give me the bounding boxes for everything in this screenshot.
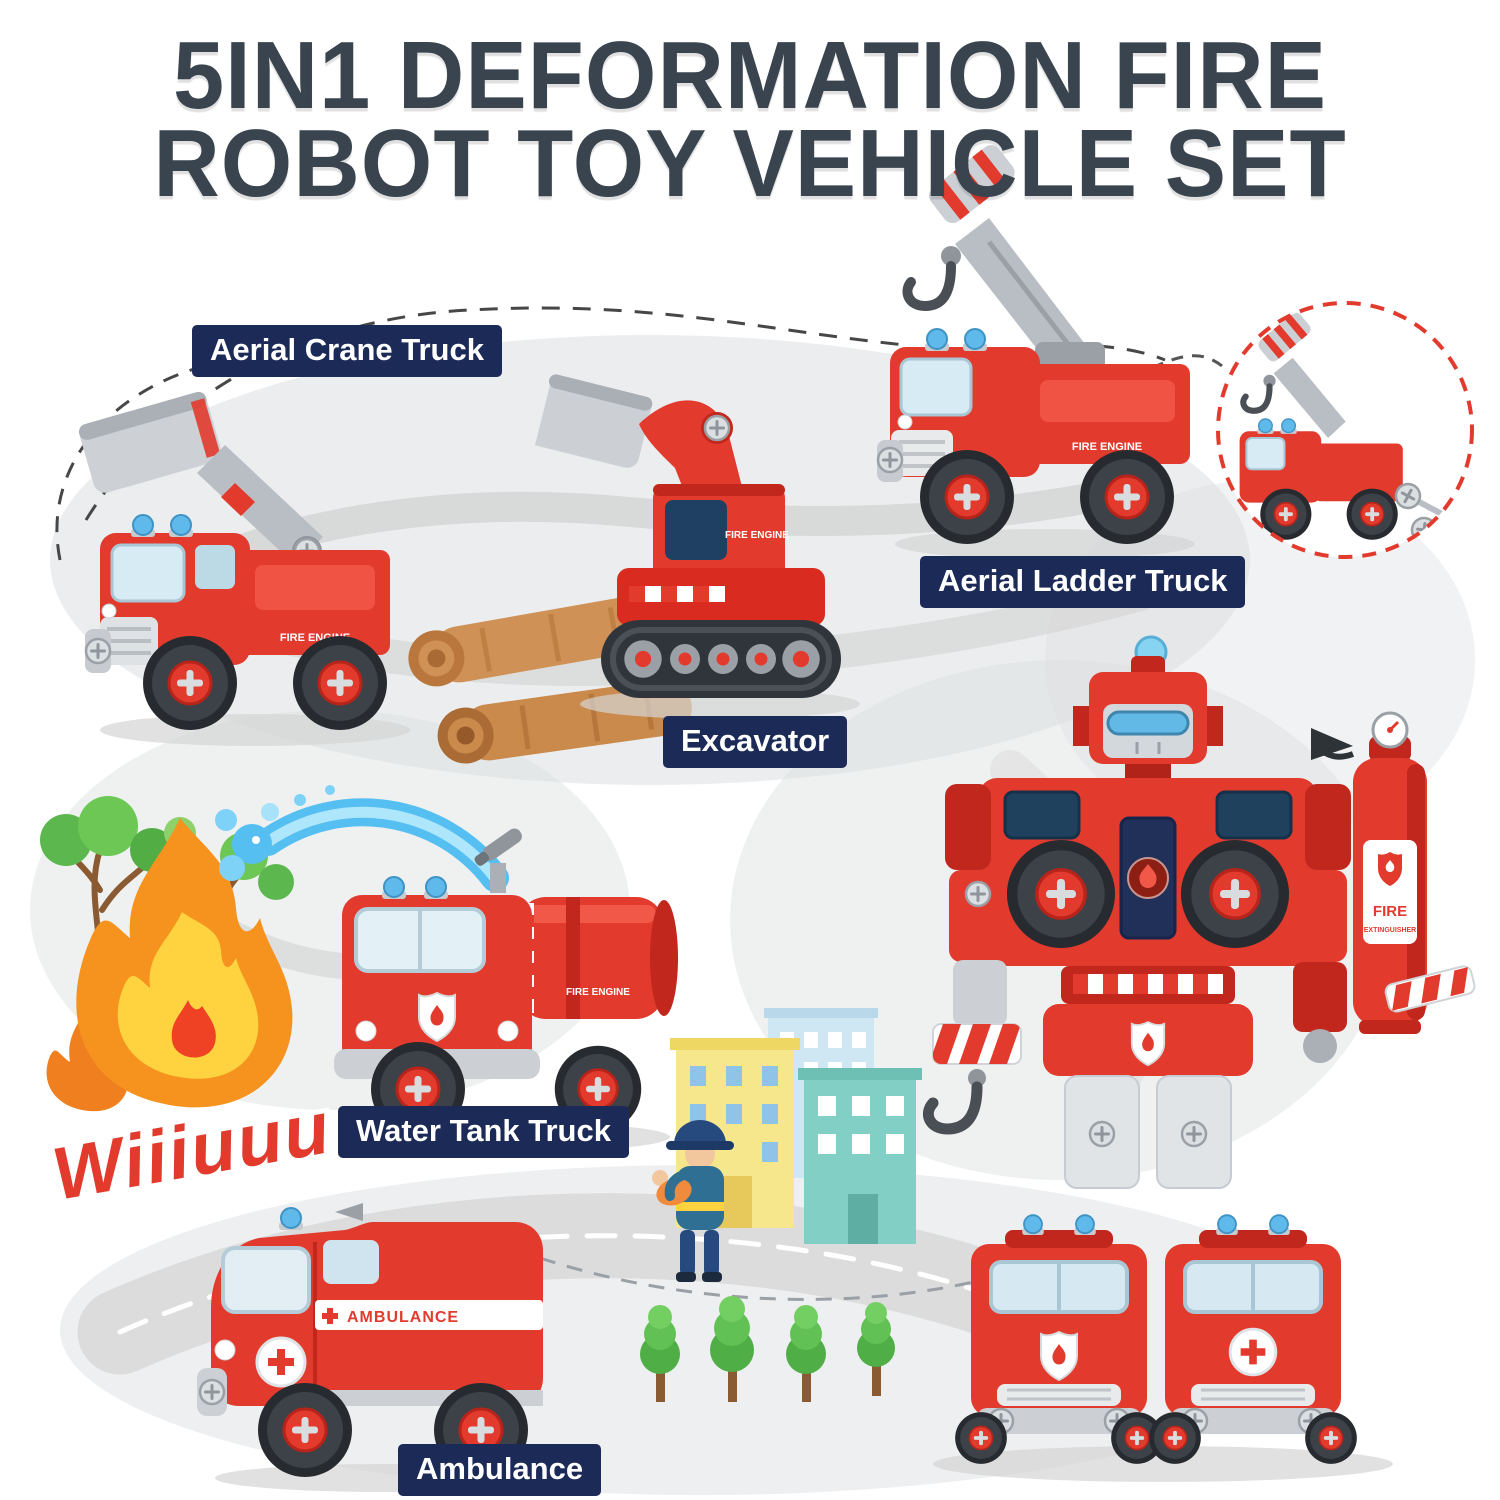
flames [46, 818, 293, 1112]
beacon-light-icon [381, 876, 407, 900]
track-wheel [708, 644, 738, 674]
beacon-light-icon [962, 328, 988, 352]
screw-icon [1088, 1120, 1116, 1148]
inset-detail [1216, 301, 1474, 559]
burning-trees [40, 796, 294, 953]
hazard-board [1384, 965, 1476, 1013]
aerial-ladder-truck: FIRE ENGINE [876, 145, 1190, 546]
beacon-light-icon [168, 514, 194, 538]
screw-icon [876, 446, 904, 474]
firefighter [652, 1120, 734, 1282]
boom-tip [929, 145, 1015, 224]
truck-decal: FIRE ENGINE [1072, 441, 1142, 453]
track-wheel [782, 640, 820, 678]
extinguisher-decal: FIRE [1373, 903, 1407, 920]
truck-foot-right [1148, 1214, 1358, 1465]
track-wheel [746, 644, 776, 674]
loose-screw [1390, 478, 1448, 519]
buildings [670, 1008, 922, 1244]
beacon-light-icon [130, 514, 156, 538]
page-title-line2: ROBOT TOY VEHICLE SET [153, 110, 1347, 218]
chest-wheel [1179, 838, 1291, 950]
robot-visor [1106, 710, 1190, 736]
label-ambulance: Ambulance [398, 1444, 602, 1496]
water-splash [215, 785, 509, 892]
excavator-bucket [534, 374, 653, 468]
wheel [141, 634, 239, 732]
truck-foot-left [954, 1214, 1164, 1465]
beacon-light-icon [423, 876, 449, 900]
track-wheel [624, 640, 662, 678]
page-title-line1: 5IN1 DEFORMATION FIRE [172, 22, 1328, 130]
label-aerial-crane-truck: Aerial Crane Truck [192, 325, 502, 377]
wheel [1078, 448, 1176, 546]
wheel [291, 634, 389, 732]
label-aerial-ladder-truck: Aerial Ladder Truck [920, 556, 1246, 608]
screw-icon [703, 414, 731, 442]
label-water-tank-truck: Water Tank Truck [338, 1106, 629, 1158]
extinguisher-decal-sub: EXTINGUISHER [1364, 927, 1417, 934]
beacon-light-icon [278, 1207, 304, 1231]
fire-illustration [40, 796, 294, 1112]
wheel [256, 1381, 354, 1479]
medical-cross-emblem [255, 1336, 307, 1388]
truck-decal: FIRE ENGINE [566, 987, 630, 998]
excavator-toy: FIRE ENGINE [534, 374, 841, 698]
chest-wheel [1005, 838, 1117, 950]
wheel [918, 448, 1016, 546]
water-monitor [474, 828, 522, 866]
fire-robot: FIRE EXTINGUISHER [923, 635, 1427, 1465]
aerial-crane-truck: FIRE ENGINE [78, 391, 390, 732]
ambulance-decal: AMBULANCE [347, 1309, 459, 1326]
screw-icon [198, 1378, 226, 1406]
crane-bucket [78, 391, 221, 493]
crane-arm [197, 445, 323, 565]
trees [640, 1296, 895, 1402]
ladder-boom [955, 218, 1085, 372]
track-wheel [670, 644, 700, 674]
fire-extinguisher: FIRE EXTINGUISHER [1311, 711, 1427, 1034]
screw-icon [1180, 1120, 1208, 1148]
crane-hook [902, 261, 956, 312]
hazard-stripe-block [932, 1023, 1022, 1065]
screw-icon [84, 637, 112, 665]
ambulance-toy: AMBULANCE [197, 1203, 543, 1479]
water-tank-truck: FIRE ENGINE [334, 828, 678, 1138]
truck-decal: FIRE ENGINE [725, 530, 789, 541]
screw-icon [964, 880, 992, 908]
robot-hand-hook [923, 1081, 983, 1135]
label-excavator: Excavator [663, 716, 848, 768]
beacon-light-icon [924, 328, 950, 352]
